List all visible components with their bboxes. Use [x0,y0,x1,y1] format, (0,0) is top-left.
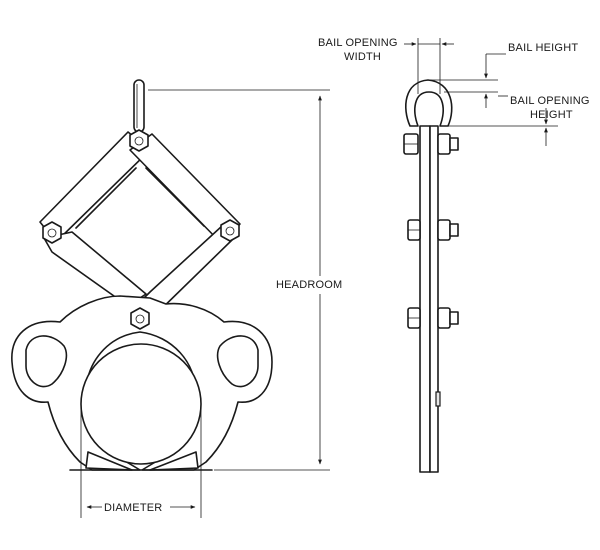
scissor-links [39,131,241,321]
hex-bolt-icon [220,219,240,242]
bail-opening-height-label-line2: HEIGHT [530,109,573,121]
bail-height-dimension [430,53,506,108]
hex-bolt-icon [129,129,149,152]
side-plates [419,125,441,473]
bail-opening-width-dimension [404,38,454,94]
side-bail [404,79,453,127]
bail-opening-height-label-line1: BAIL OPENING [510,95,590,107]
hex-bolt-icon [130,307,150,330]
diameter-label: DIAMETER [104,502,162,514]
bail-height-label: BAIL HEIGHT [508,42,578,54]
headroom-dimension [148,89,330,471]
bail-opening-height-dimension [444,95,558,146]
bail-opening-width-label-line1: BAIL OPENING [318,37,398,49]
hex-bolt-icon [403,133,459,155]
front-bail [133,79,145,133]
bail-opening-width-label-line2: WIDTH [344,51,381,63]
headroom-label: HEADROOM [276,279,342,291]
pivot-bolts [42,129,240,330]
side-bolts [403,133,459,329]
hex-bolt-icon [407,307,459,329]
diameter-dimension [80,410,202,518]
pipe-circle [80,343,202,465]
hex-bolt-icon [407,219,459,241]
front-view: HEADROOM DIAMETER [11,79,342,518]
hex-bolt-icon [42,221,62,244]
jaw-tips [69,451,213,471]
side-view: BAIL OPENING WIDTH BAIL HEIGHT BAIL OPEN… [318,37,590,473]
jaw-body [11,295,273,471]
